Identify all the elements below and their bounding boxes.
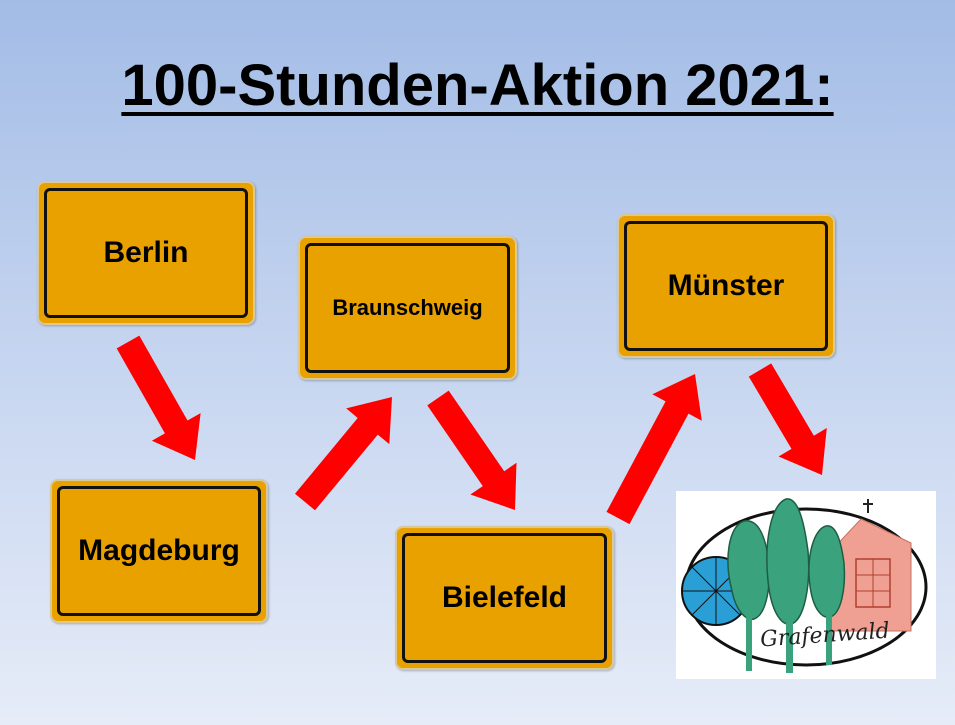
tree-icon (727, 498, 846, 673)
city-sign-bielefeld: Bielefeld (395, 526, 614, 670)
arrow-muenster-to-logo (748, 363, 827, 475)
city-sign-label: Berlin (44, 188, 248, 318)
city-sign-label: Münster (624, 221, 828, 351)
arrow-braunschweig-to-bielefeld (427, 390, 517, 510)
city-sign-magdeburg: Magdeburg (50, 479, 268, 623)
grafenwald-logo: Grafenwald (676, 491, 936, 679)
city-sign-muenster: Münster (617, 214, 835, 358)
city-sign-berlin: Berlin (37, 181, 255, 325)
page-title: 100-Stunden-Aktion 2021: (0, 52, 955, 119)
arrow-magdeburg-to-braunschweig (295, 397, 392, 511)
city-sign-label: Braunschweig (305, 243, 510, 373)
arrow-berlin-to-magdeburg (116, 335, 201, 460)
city-sign-label: Magdeburg (57, 486, 261, 616)
title-text: 100-Stunden-Aktion 2021: (121, 53, 834, 118)
city-sign-braunschweig: Braunschweig (298, 236, 517, 380)
arrow-bielefeld-to-muenster (606, 374, 702, 525)
city-sign-label: Bielefeld (402, 533, 607, 663)
